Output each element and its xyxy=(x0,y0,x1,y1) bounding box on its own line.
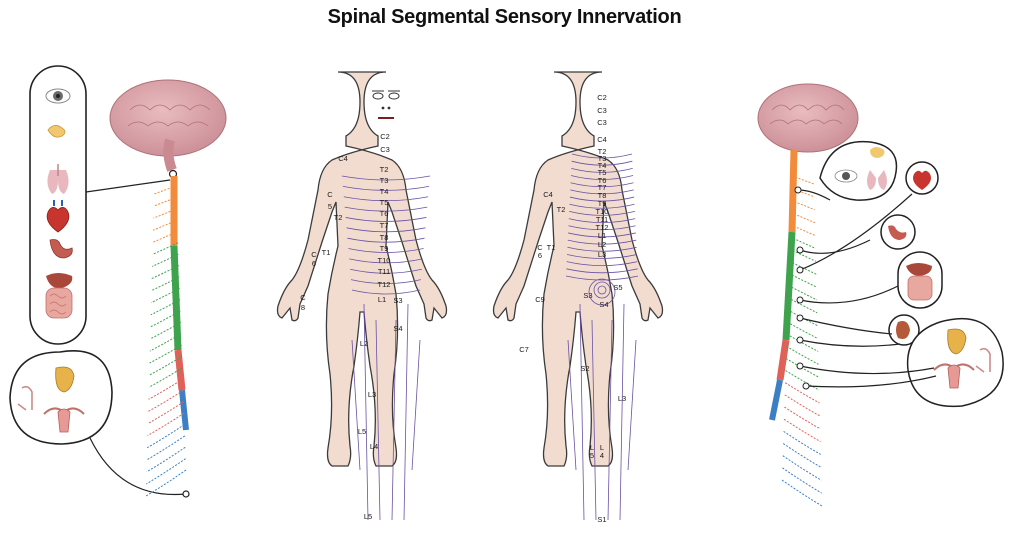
nerve-root xyxy=(148,413,184,435)
nerve-root xyxy=(147,436,185,460)
dermatome-label: L4 xyxy=(370,442,378,451)
back-body-figure: C2C3C3C4T2T3T4T5T6T7T8T9T10T11T12L1L2L3C… xyxy=(494,72,663,524)
nerve-root xyxy=(784,431,821,454)
dermatome-label: C4 xyxy=(543,190,553,199)
right-sacral-segment xyxy=(772,380,780,420)
eye-lung-bubble xyxy=(820,142,896,200)
dermatome-line xyxy=(404,304,408,520)
dermatome-label: S4 xyxy=(393,324,402,333)
nerve-root xyxy=(783,456,822,481)
nerve-root xyxy=(146,459,185,484)
dermatome-label: T2 xyxy=(334,213,343,222)
dermatome-label: C2 xyxy=(380,132,390,141)
right-brain-icon xyxy=(758,84,858,152)
dermatome-label: T1 xyxy=(322,248,331,257)
dermatome-line xyxy=(628,340,636,470)
nerve-root xyxy=(148,402,184,424)
dermatome-label: S3 xyxy=(393,296,402,305)
nerve-root xyxy=(787,322,818,339)
dermatome-label: T4 xyxy=(380,187,389,196)
nerve-root xyxy=(789,273,817,287)
right-cervical-segment xyxy=(792,150,794,232)
dermatome-line xyxy=(620,304,624,520)
nerve-root xyxy=(146,470,186,496)
dermatome-label: C4 xyxy=(338,154,348,163)
dermatome-label: L1 xyxy=(598,231,606,240)
dermatome-label: T3 xyxy=(380,176,389,185)
dermatome-label: C xyxy=(327,190,333,199)
nerve-root xyxy=(147,447,186,472)
nerve-root xyxy=(785,395,820,416)
dermatome-label: T9 xyxy=(380,244,389,253)
dermatome-label: L3 xyxy=(618,394,626,403)
left-thoracic-segment xyxy=(174,246,178,350)
dermatome-label: T12 xyxy=(378,280,391,289)
dermatome-label: C3 xyxy=(597,106,607,115)
intestines-icon xyxy=(46,288,72,318)
dermatome-label: T7 xyxy=(380,221,389,230)
dermatome-label: S4 xyxy=(599,300,608,309)
dermatome-label: 6 xyxy=(538,251,542,260)
dermatome-label: L5 xyxy=(358,427,366,436)
dermatome-label: 8 xyxy=(301,303,305,312)
dermatome-label: L1 xyxy=(378,295,386,304)
dermatome-label: C3 xyxy=(597,118,607,127)
left-sacral-segment xyxy=(182,390,186,430)
lower-connector-line xyxy=(90,438,186,495)
dermatome-label: T10 xyxy=(378,256,391,265)
dermatome-label: C xyxy=(311,250,317,259)
dermatome-label: C4 xyxy=(597,135,607,144)
nerve-root xyxy=(786,371,820,391)
right-lumbar-segment xyxy=(780,340,786,380)
eye-icon xyxy=(46,89,70,103)
dermatome-label: S2 xyxy=(580,364,589,373)
dermatome-label: L2 xyxy=(360,339,368,348)
dermatome-label: T11 xyxy=(378,267,390,276)
dermatome-label: 5 xyxy=(328,202,332,211)
dermatome-label: C xyxy=(300,293,306,302)
front-body-figure: C2C3C4T2T3T4T5T6T7T8T9T10T11T12C5T2T1C6C… xyxy=(278,72,447,521)
nerve-root xyxy=(785,383,819,403)
dermatome-label: S1 xyxy=(597,515,606,524)
dermatome-line xyxy=(352,340,360,470)
nerve-root xyxy=(783,444,821,468)
dermatome-label: T2 xyxy=(380,165,389,174)
dermatome-label: L2 xyxy=(598,240,606,249)
dermatome-label: 4 xyxy=(600,451,604,460)
nerve-root xyxy=(784,407,820,429)
front-body-outline xyxy=(278,72,447,466)
dermatome-label: 5 xyxy=(590,451,594,460)
nerve-root xyxy=(782,480,822,506)
nerve-root xyxy=(782,468,821,493)
left-brain-spine xyxy=(110,80,226,496)
dermatome-line xyxy=(412,340,420,470)
dermatome-label: T8 xyxy=(380,233,389,242)
front-face xyxy=(372,91,400,118)
dermatome-label: T1 xyxy=(547,243,556,252)
dermatome-label: T6 xyxy=(380,209,389,218)
nerve-root xyxy=(786,346,818,364)
dermatome-label: T5 xyxy=(380,198,389,207)
dermatome-label: L5 xyxy=(364,512,372,521)
dermatome-label: T2 xyxy=(557,205,566,214)
dermatome-label: S3 xyxy=(583,291,592,300)
upper-connector-line xyxy=(86,180,170,192)
dermatome-label: C3 xyxy=(380,145,390,154)
nerve-root xyxy=(147,425,184,448)
dermatome-label: C9 xyxy=(535,295,545,304)
dermatome-label: L3 xyxy=(368,390,376,399)
dermatome-line xyxy=(568,340,576,470)
dermatome-label: C2 xyxy=(597,93,607,102)
nerve-root xyxy=(784,419,820,441)
nerve-root xyxy=(149,379,183,399)
right-organ-panel xyxy=(795,142,1003,407)
dermatome-label: C7 xyxy=(519,345,529,354)
dermatome-label: L3 xyxy=(598,250,606,259)
dermatome-label: S5 xyxy=(613,283,622,292)
nerve-root xyxy=(148,390,183,411)
right-intestines-icon xyxy=(908,276,932,300)
dermatome-label: 6 xyxy=(312,259,316,268)
